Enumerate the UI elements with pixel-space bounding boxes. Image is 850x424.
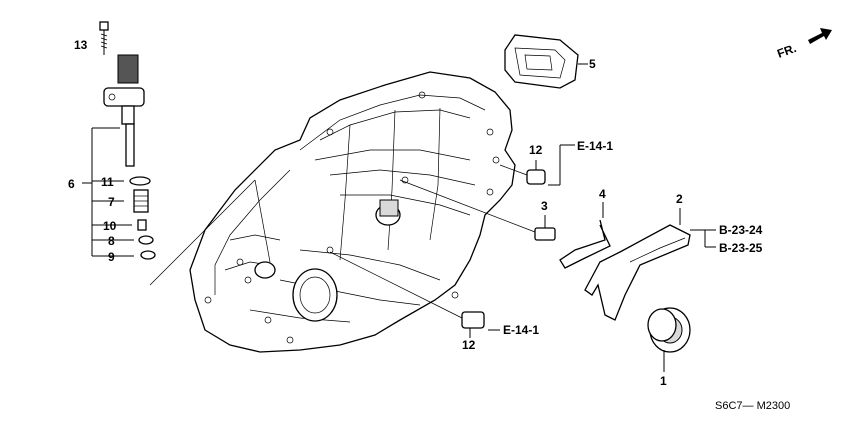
clip-9 <box>140 250 156 260</box>
callout-1: 1 <box>660 374 667 388</box>
bolt-13 <box>99 21 109 55</box>
driven-gear-7 <box>133 189 149 213</box>
fitting-3 <box>399 179 556 241</box>
callout-13: 13 <box>74 38 88 52</box>
callout-7: 7 <box>108 195 115 209</box>
callout-2: 2 <box>676 192 683 206</box>
callout-8: 8 <box>108 234 115 248</box>
dowel-pin-12-upper <box>499 160 546 185</box>
reference-b-23-24: B-23-24 <box>719 223 763 237</box>
reference-b-23-25: B-23-25 <box>719 241 763 255</box>
callout-6: 6 <box>68 177 75 191</box>
diagram-code: S6C7— M2300 <box>715 400 790 412</box>
callout-11: 11 <box>101 175 114 189</box>
dowel-pin-12-lower <box>329 251 485 338</box>
front-direction-label: FR. <box>775 41 798 61</box>
speed-sensor <box>103 54 145 167</box>
callout-3: 3 <box>541 199 548 213</box>
washer-8 <box>138 235 154 245</box>
release-fork-2 <box>584 208 716 321</box>
spring-10 <box>137 219 147 231</box>
ref-bracket-upper <box>548 144 575 186</box>
reference-e-14-1-lower: E-14-1 <box>503 323 539 337</box>
callout-12-upper: 12 <box>529 143 543 157</box>
reference-e-14-1-upper: E-14-1 <box>577 139 613 153</box>
callout-9: 9 <box>108 250 115 264</box>
clutch-housing <box>189 71 516 353</box>
release-bearing-1 <box>647 307 691 372</box>
callout-10: 10 <box>103 219 117 233</box>
front-direction-arrow <box>808 28 832 44</box>
callout-5: 5 <box>589 57 596 71</box>
o-ring-11 <box>129 176 151 186</box>
cover-5 <box>504 34 588 89</box>
spring-4 <box>559 202 611 269</box>
callout-12-lower: 12 <box>462 338 476 352</box>
callout-4: 4 <box>599 187 606 201</box>
group-bracket-6 <box>82 127 271 286</box>
